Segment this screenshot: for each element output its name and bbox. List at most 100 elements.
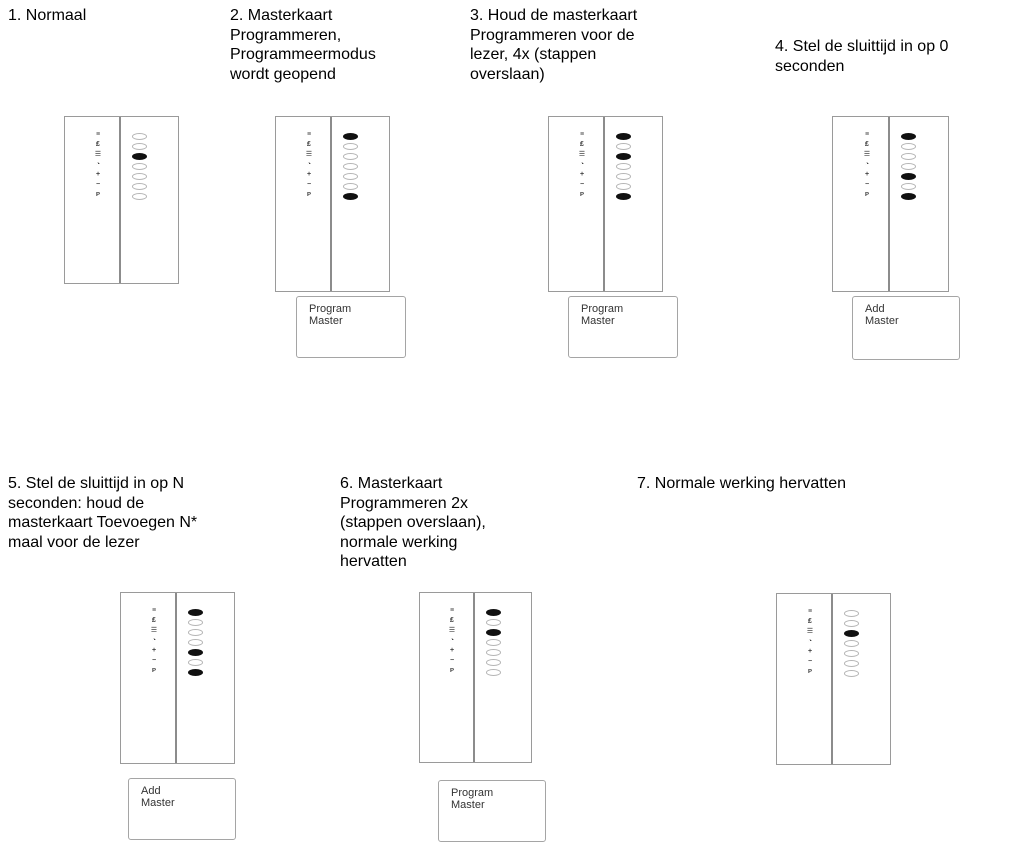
led-5-off xyxy=(343,173,358,180)
led-7-on xyxy=(188,669,203,676)
program-icon: ᴘ xyxy=(95,191,101,198)
led-3-off xyxy=(188,629,203,636)
step-4-label: 4. Stel de sluittijd in op 0 seconden xyxy=(775,38,949,75)
led-1-on xyxy=(616,133,631,140)
led-2-off xyxy=(132,143,147,150)
step-2-label: 2. Masterkaart Programmeren, Programmeer… xyxy=(230,7,376,83)
led-2-off xyxy=(188,619,203,626)
step-5-label: 5. Stel de sluittijd in op N seconden: h… xyxy=(8,475,198,551)
card-label: Add Master xyxy=(865,303,899,327)
step-3-label: 3. Houd de masterkaart Programmeren voor… xyxy=(470,7,638,83)
led-6-off xyxy=(486,659,501,666)
led-6-off xyxy=(901,183,916,190)
led-5-off xyxy=(616,173,631,180)
clock-icon: ◔ xyxy=(807,638,813,645)
minus-icon: − xyxy=(579,181,585,188)
panel-divider xyxy=(603,117,605,291)
keypad-icon: ₤ xyxy=(865,141,869,148)
led-2-off xyxy=(486,619,501,626)
card-icon: ☰ xyxy=(448,627,456,634)
card-label: Program Master xyxy=(309,303,352,327)
step-1-label: 1. Normaal xyxy=(8,7,87,24)
minus-icon: − xyxy=(864,181,870,188)
panel-divider xyxy=(888,117,890,291)
led-7-off xyxy=(486,669,501,676)
led-7-off xyxy=(844,670,859,677)
card-icon: ☰ xyxy=(150,627,158,634)
led-4-off xyxy=(486,639,501,646)
minus-icon: − xyxy=(807,658,813,665)
led-1-on xyxy=(486,609,501,616)
wireless-icon: ≡ xyxy=(151,607,157,614)
panel-divider xyxy=(119,117,121,283)
keypad-icon: ₤ xyxy=(152,617,156,624)
panel-divider xyxy=(831,594,833,764)
led-3-off xyxy=(343,153,358,160)
master-card-step-3: Program Master xyxy=(568,296,678,358)
card-icon: ☰ xyxy=(305,151,313,158)
clock-icon: ◔ xyxy=(151,637,157,644)
program-icon: ᴘ xyxy=(807,668,813,675)
reader-panel-step-5: ≡₤☰◔+−ᴘ xyxy=(120,592,235,764)
clock-icon: ◔ xyxy=(579,161,585,168)
wireless-icon: ≡ xyxy=(449,607,455,614)
wireless-icon: ≡ xyxy=(864,131,870,138)
card-icon: ☰ xyxy=(863,151,871,158)
led-5-off xyxy=(844,650,859,657)
reader-panel-step-3: ≡₤☰◔+−ᴘ xyxy=(548,116,663,292)
reader-panel-step-1: ≡₤☰◔+−ᴘ xyxy=(64,116,179,284)
program-icon: ᴘ xyxy=(151,667,157,674)
master-card-step-5: Add Master xyxy=(128,778,236,840)
plus-icon: + xyxy=(449,647,455,654)
keypad-icon: ₤ xyxy=(450,617,454,624)
card-icon: ☰ xyxy=(578,151,586,158)
program-icon: ᴘ xyxy=(864,191,870,198)
reader-panel-step-4: ≡ ₤ ☰ ◔ + − ᴘ xyxy=(832,116,949,292)
keypad-icon: ₤ xyxy=(580,141,584,148)
led-3-on xyxy=(616,153,631,160)
led-6-off xyxy=(132,183,147,190)
panel-divider xyxy=(175,593,177,763)
minus-icon: − xyxy=(449,657,455,664)
led-4-off xyxy=(844,640,859,647)
wireless-icon: ≡ xyxy=(306,131,312,138)
reader-panel-step-7: ≡₤☰◔+−ᴘ xyxy=(776,593,891,765)
led-4-off xyxy=(132,163,147,170)
wireless-icon: ≡ xyxy=(95,131,101,138)
reader-panel-step-6: ≡ ₤ ☰ ◔ + − ᴘ xyxy=(419,592,532,763)
step-6-label: 6. Masterkaart Programmeren 2x (stappen … xyxy=(340,475,486,570)
led-7-on xyxy=(616,193,631,200)
clock-icon: ◔ xyxy=(449,637,455,644)
led-1-on xyxy=(188,609,203,616)
reader-panel-step-2: ≡₤☰◔+−ᴘ xyxy=(275,116,390,292)
plus-icon: + xyxy=(95,171,101,178)
led-1-on xyxy=(343,133,358,140)
card-label: Program Master xyxy=(581,303,624,327)
panel-divider xyxy=(473,593,475,762)
led-6-off xyxy=(188,659,203,666)
plus-icon: + xyxy=(864,171,870,178)
minus-icon: − xyxy=(95,181,101,188)
plus-icon: + xyxy=(807,648,813,655)
plus-icon: + xyxy=(306,171,312,178)
led-3-on xyxy=(844,630,859,637)
master-card-step-6: Program Master xyxy=(438,780,546,842)
card-label: Program Master xyxy=(451,787,494,811)
step-7-label: 7. Normale werking hervatten xyxy=(637,475,846,492)
card-icon: ☰ xyxy=(806,628,814,635)
keypad-icon: ₤ xyxy=(307,141,311,148)
led-6-off xyxy=(343,183,358,190)
led-1-off xyxy=(132,133,147,140)
program-icon: ᴘ xyxy=(449,667,455,674)
led-6-off xyxy=(616,183,631,190)
led-3-off xyxy=(901,153,916,160)
panel-divider xyxy=(330,117,332,291)
led-1-off xyxy=(844,610,859,617)
clock-icon: ◔ xyxy=(864,161,870,168)
led-2-off xyxy=(901,143,916,150)
led-4-off xyxy=(616,163,631,170)
wireless-icon: ≡ xyxy=(579,131,585,138)
led-2-off xyxy=(616,143,631,150)
minus-icon: − xyxy=(306,181,312,188)
led-7-off xyxy=(132,193,147,200)
